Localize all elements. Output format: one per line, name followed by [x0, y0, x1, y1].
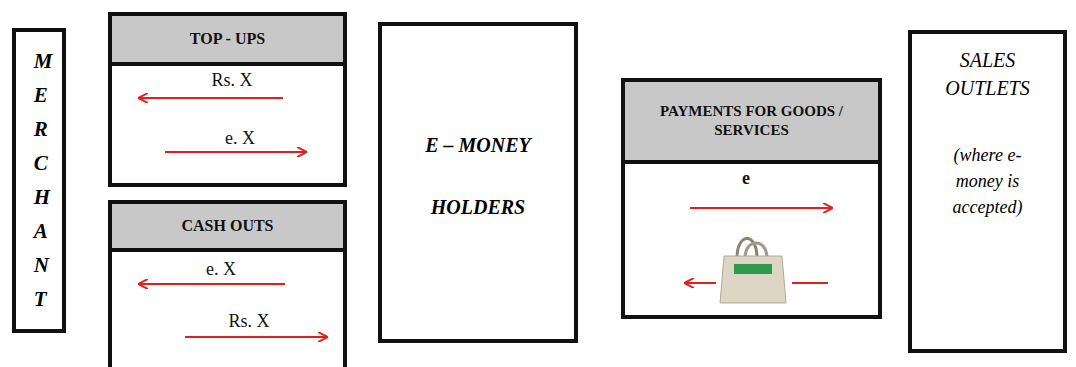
process-box: SALES OUTLETS (where e-money is accepted) [908, 30, 1067, 353]
shopping-bag [720, 239, 786, 304]
box-text: E – MONEY HOLDERS [413, 114, 543, 238]
process-box: PAYMENTS FOR GOODS / SERVICES [621, 78, 882, 319]
flow-line [792, 282, 828, 284]
header-band: PAYMENTS FOR GOODS / SERVICES [625, 82, 878, 164]
flow-arrow [690, 207, 831, 209]
flow-arrow [140, 283, 285, 285]
flow-arrow [140, 97, 283, 99]
header-band: TOP - UPS [112, 16, 343, 66]
flow-label: Rs. X [229, 311, 270, 332]
flow-arrow [165, 151, 305, 153]
process-box: CASH OUTS [108, 200, 347, 367]
process-box: E – MONEY HOLDERS [378, 22, 578, 343]
header-band: CASH OUTS [112, 204, 343, 252]
flow-arrow [686, 282, 716, 284]
process-box: MERCHANT [12, 28, 66, 333]
flow-label: Rs. X [212, 70, 253, 91]
box-text: MERCHANT [34, 44, 45, 316]
box-text: (where e-money is accepted) [938, 142, 1038, 220]
box-text: SALES OUTLETS [928, 46, 1048, 102]
flow-label: e. X [225, 128, 255, 149]
flow-label: e [742, 168, 750, 189]
process-box: TOP - UPS [108, 12, 347, 187]
flow-arrow [185, 336, 326, 338]
flow-label: e. X [206, 259, 236, 280]
